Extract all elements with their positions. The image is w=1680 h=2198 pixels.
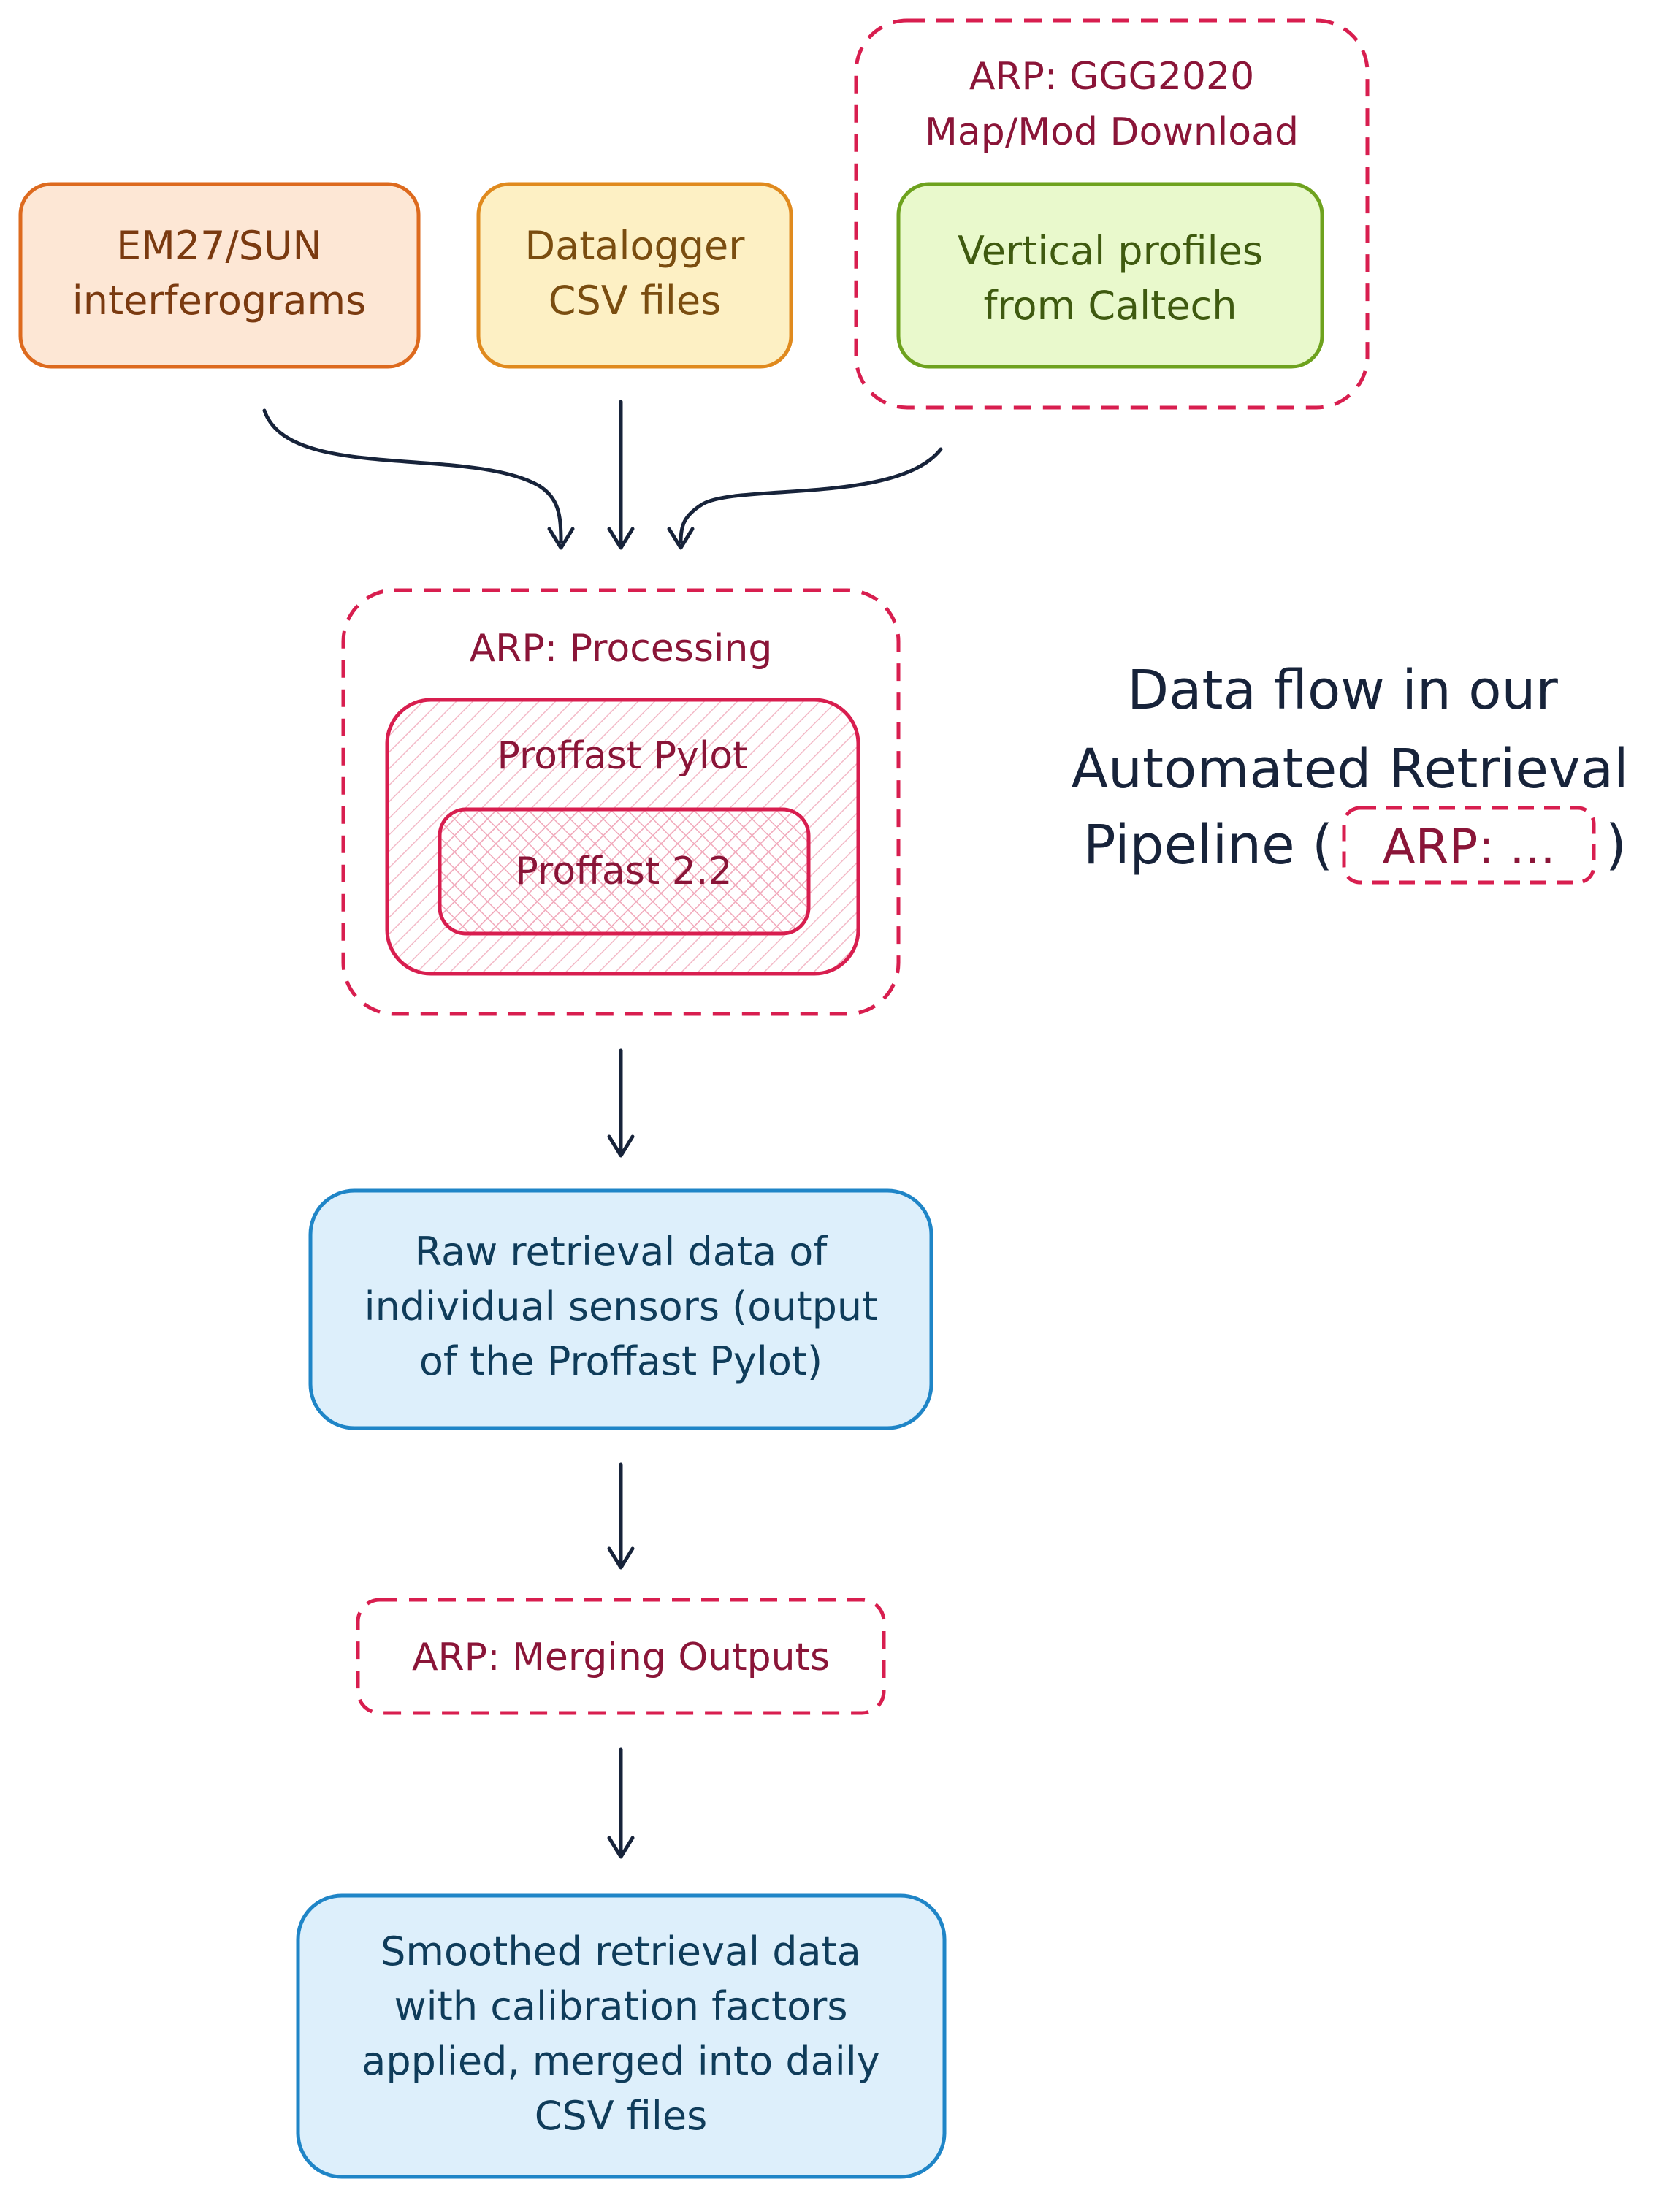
legend-arp-tag-frame: [1342, 806, 1596, 885]
datalogger-label-line2: CSV files: [549, 278, 721, 324]
final-output-line4: CSV files: [535, 2093, 707, 2139]
proffast-core-node: Proffast 2.2: [438, 807, 811, 936]
diagram-legend: Data flow in our Automated Retrieval Pip…: [1071, 659, 1629, 885]
final-output-node: Smoothed retrieval data with calibration…: [296, 1893, 947, 2179]
vertical-profiles-line1: Vertical profiles: [958, 228, 1263, 274]
legend-arp-tag: ARP: ...: [1383, 819, 1556, 875]
processing-group-label: ARP: Processing: [470, 627, 773, 671]
merging-outputs-node: ARP: Merging Outputs: [356, 1598, 886, 1715]
arrow-em27-head: [547, 527, 575, 550]
legend-line1: Data flow in our: [1127, 659, 1558, 722]
ggg2020-label-line1: ARP: GGG2020: [969, 55, 1254, 99]
legend-pipeline-prefix: Pipeline (: [1083, 814, 1333, 877]
arrow-merging-to-final: [607, 1747, 635, 1859]
legend-pipeline-suffix: ): [1605, 814, 1627, 877]
datalogger-node: Datalogger CSV files: [476, 182, 793, 369]
vertical-profiles-line2: from Caltech: [984, 283, 1237, 329]
raw-retrieval-node: Raw retrieval data of individual sensors…: [308, 1188, 933, 1430]
final-output-line2: with calibration factors: [394, 1983, 847, 2029]
final-output-line1: Smoothed retrieval data: [381, 1928, 861, 1974]
legend-line2: Automated Retrieval: [1071, 738, 1628, 801]
arrow-processing-to-raw: [607, 1048, 635, 1158]
raw-retrieval-line2: individual sensors (output: [364, 1283, 878, 1329]
merging-outputs-label: ARP: Merging Outputs: [412, 1636, 830, 1679]
ggg2020-group: ARP: GGG2020 Map/Mod Download Vertical p…: [854, 18, 1370, 410]
proffast-core-label: Proffast 2.2: [516, 850, 733, 893]
ggg2020-label-line2: Map/Mod Download: [925, 110, 1299, 154]
processing-group: ARP: Processing Proffast Pylot Proffast …: [341, 588, 901, 1016]
datalogger-label-line1: Datalogger: [525, 223, 746, 269]
proffast-pylot-node: Proffast Pylot Proffast 2.2: [385, 698, 860, 976]
arrow-ggg-head: [667, 527, 695, 550]
arrow-em27-to-processing: [262, 408, 563, 544]
em27-label-line2: interferograms: [72, 278, 366, 324]
em27-label-line1: EM27/SUN: [116, 223, 322, 269]
arrow-datalogger-head: [607, 527, 635, 550]
arrow-raw-to-merging: [607, 1462, 635, 1570]
raw-retrieval-line3: of the Proffast Pylot): [419, 1338, 822, 1384]
proffast-pylot-label: Proffast Pylot: [497, 734, 748, 778]
final-output-line3: applied, merged into daily: [362, 2038, 879, 2084]
input-arrows: [262, 400, 943, 550]
em27-node: EM27/SUN interferograms: [18, 182, 421, 369]
raw-retrieval-line1: Raw retrieval data of: [415, 1229, 829, 1275]
arrow-ggg-to-processing: [679, 447, 943, 544]
vertical-profiles-node: Vertical profiles from Caltech: [896, 182, 1324, 369]
